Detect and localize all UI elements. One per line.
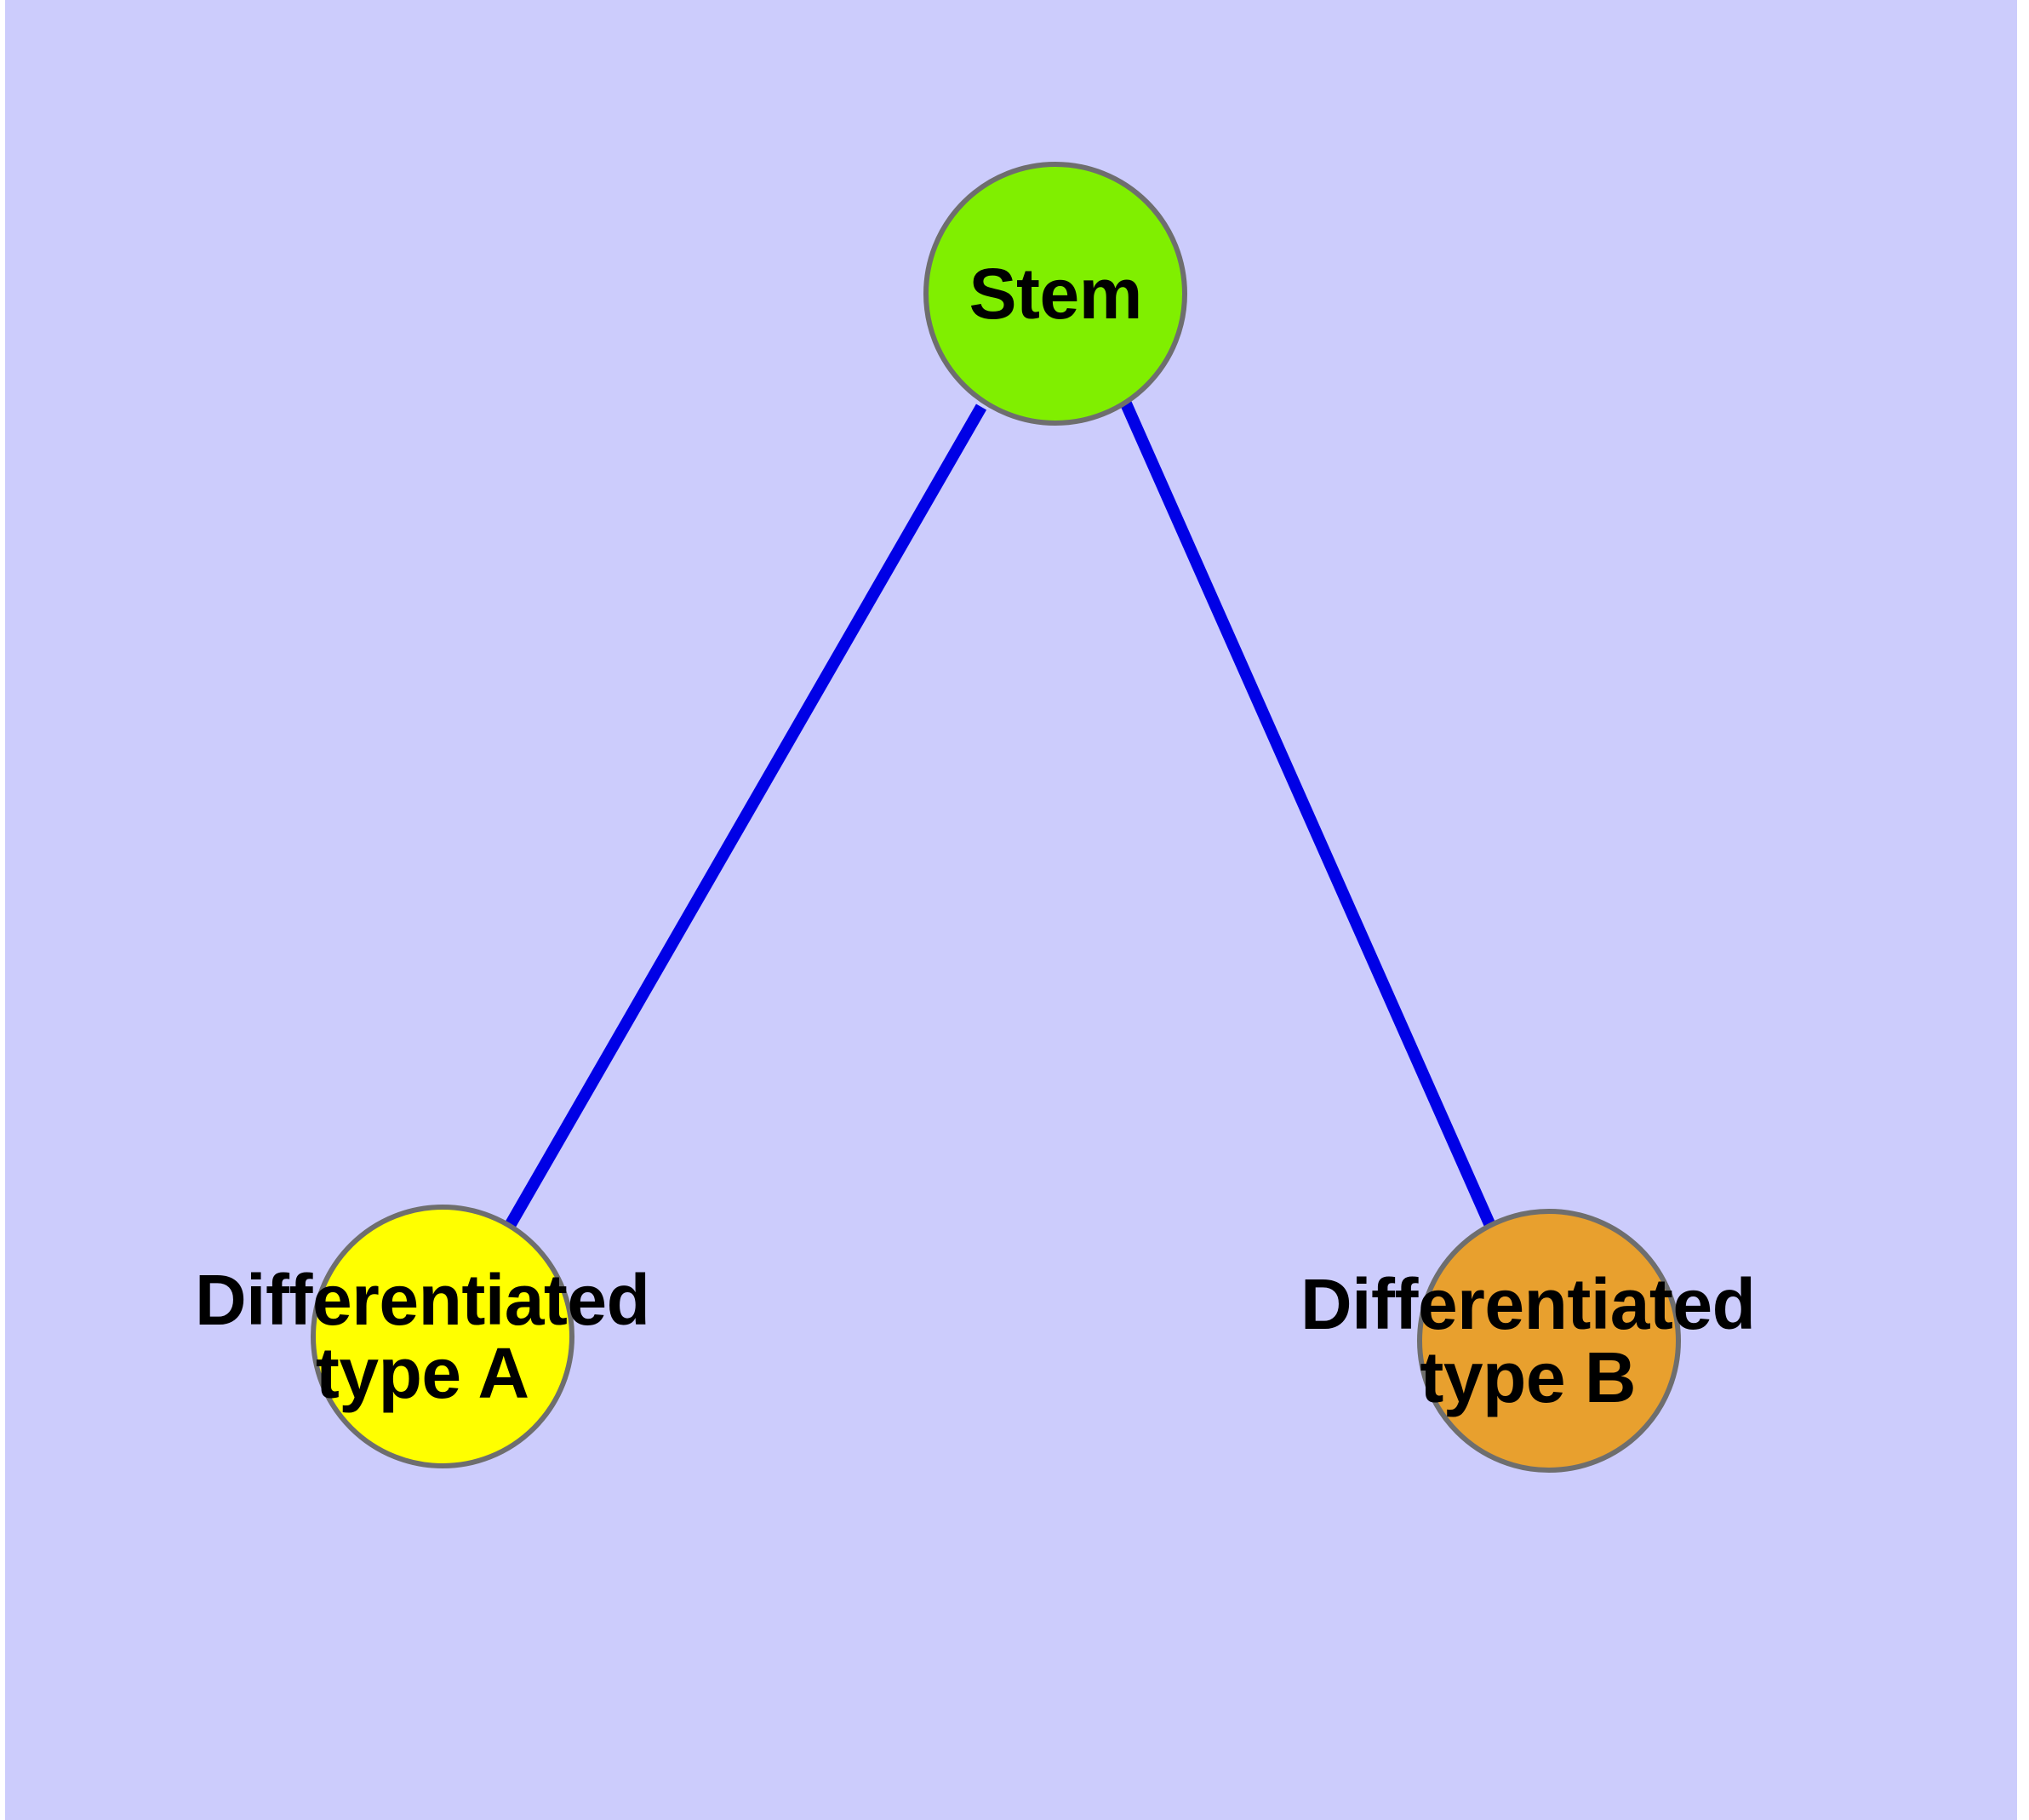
edge-stem-to-diff-a[interactable] bbox=[505, 403, 987, 1228]
node-diff_a[interactable] bbox=[311, 1205, 574, 1468]
node-diff_b[interactable] bbox=[1417, 1209, 1681, 1473]
edge-group bbox=[505, 399, 1497, 1230]
node-stem[interactable] bbox=[923, 162, 1187, 426]
edge-stem-to-diff-b[interactable] bbox=[1119, 399, 1497, 1230]
node-group bbox=[311, 162, 1681, 1473]
